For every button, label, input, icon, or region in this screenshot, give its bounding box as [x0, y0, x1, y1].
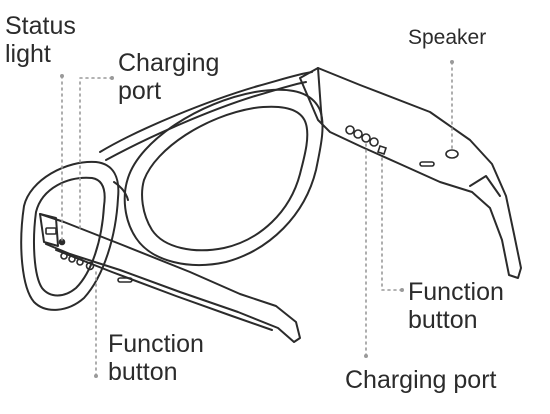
left-temple-slot — [117, 277, 133, 283]
frame-top-bar-inner — [105, 81, 307, 161]
function-button-right-label-line-1: Function — [408, 278, 504, 306]
left-charging-pin-3 — [76, 258, 84, 266]
leader-dot-function-left — [94, 374, 98, 378]
right-temple-arm — [299, 67, 522, 279]
left-charging-pin-2 — [68, 255, 76, 263]
right-temple-slot — [419, 161, 435, 167]
front-lens-rim — [123, 88, 324, 266]
leader-dot-charging-front — [110, 76, 114, 80]
status-light-label-line-2: light — [5, 40, 51, 68]
right-charging-pin-2 — [353, 129, 363, 139]
charging-port-right-label: Charging port — [345, 366, 497, 394]
left-hinge — [39, 213, 59, 247]
right-charging-pin-3 — [361, 133, 371, 143]
leader-function-button-right — [381, 153, 403, 291]
function-button-left-label: Function button — [108, 332, 204, 385]
nose-bridge — [113, 181, 129, 201]
function-button-left-label-line-2: button — [108, 358, 178, 386]
function-button-right-label: Function button — [408, 280, 504, 333]
speaker-grille — [445, 149, 459, 159]
leader-dot-status — [60, 74, 64, 78]
left-charging-pin-1 — [60, 252, 68, 260]
charging-port-front-label-line-2: port — [118, 77, 162, 105]
right-charging-pin-1 — [345, 125, 355, 135]
leader-dot-function-right — [400, 288, 404, 292]
status-light-label: Status light — [5, 14, 76, 67]
front-charging-port — [45, 227, 57, 235]
leader-dot-speaker — [450, 60, 454, 64]
charging-port-front-label-line-1: Charging — [118, 49, 220, 77]
front-lens-inner — [141, 105, 309, 252]
frame-top-bar — [99, 71, 313, 153]
speaker-label: Speaker — [408, 26, 487, 49]
leader-charging-port-front — [79, 77, 113, 231]
function-button-left-label-line-1: Function — [108, 330, 204, 358]
left-temple-arm — [39, 213, 301, 343]
left-function-button — [85, 261, 95, 271]
right-temple-crease — [469, 175, 501, 197]
right-charging-pin-4 — [369, 137, 379, 147]
left-lens-inner — [33, 176, 106, 297]
left-lens-rim — [20, 160, 120, 311]
function-button-right-label-line-2: button — [408, 306, 478, 334]
status-light-label-line-1: Status — [5, 12, 76, 40]
charging-port-front-label: Charging port — [118, 51, 219, 104]
right-function-button — [376, 144, 388, 156]
leader-dot-charging-right — [364, 354, 368, 358]
